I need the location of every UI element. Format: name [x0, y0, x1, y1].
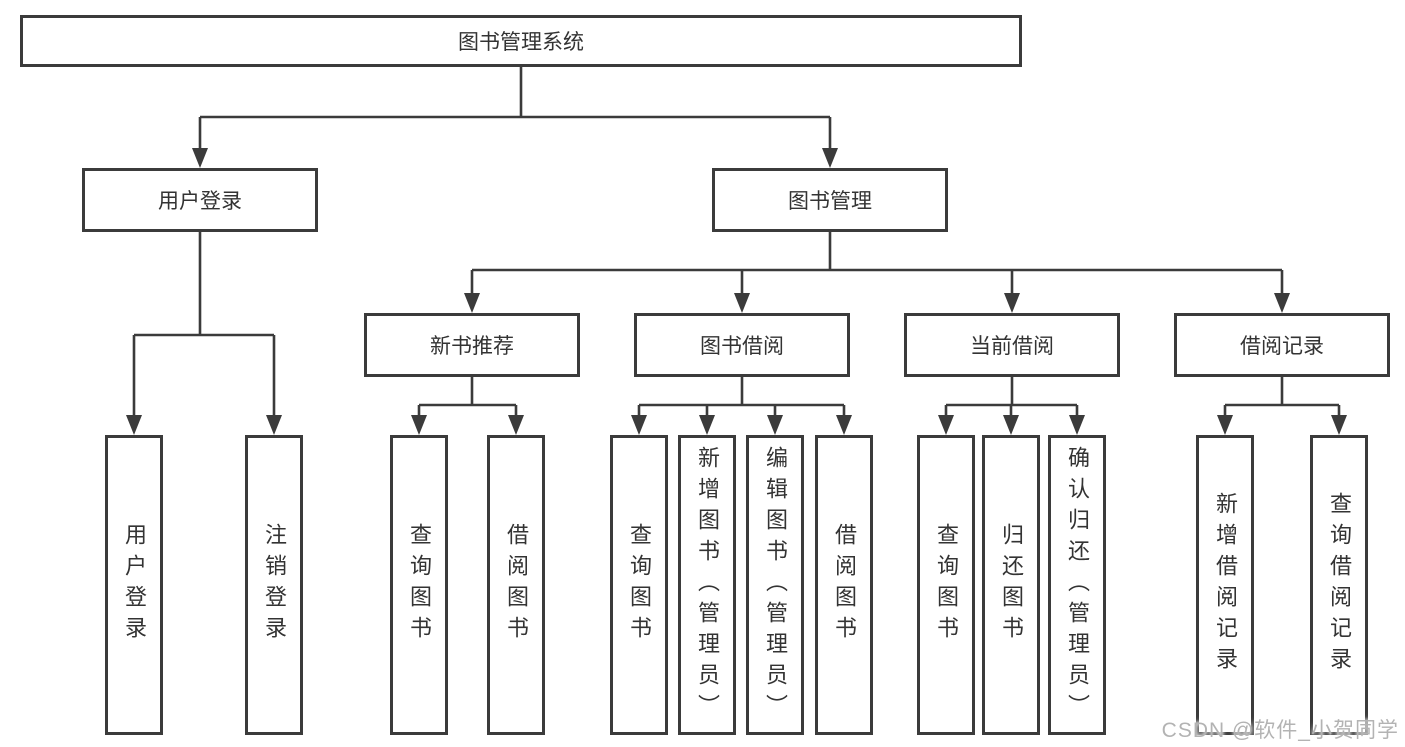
- node-leaf-edit-book-admin-label: 编辑图书（管理员）: [763, 445, 788, 725]
- node-leaf-query-books-2: 查询图书: [610, 435, 668, 735]
- node-leaf-query-books-3: 查询图书: [917, 435, 975, 735]
- node-borrow-records: 借阅记录: [1174, 313, 1390, 377]
- node-book-management-label: 图书管理: [788, 190, 872, 213]
- node-new-book-recommend: 新书推荐: [364, 313, 580, 377]
- node-leaf-confirm-return-admin: 确认归还（管理员）: [1048, 435, 1106, 735]
- node-leaf-user-login-label: 用户登录: [122, 523, 147, 647]
- node-leaf-query-borrow-record: 查询借阅记录: [1310, 435, 1368, 735]
- node-leaf-query-books-3-label: 查询图书: [934, 523, 959, 647]
- node-leaf-user-login: 用户登录: [105, 435, 163, 735]
- node-leaf-borrow-books-2-label: 借阅图书: [832, 523, 857, 647]
- node-current-borrow: 当前借阅: [904, 313, 1120, 377]
- node-book-management: 图书管理: [712, 168, 948, 232]
- node-leaf-borrow-books-1: 借阅图书: [487, 435, 545, 735]
- node-user-login-label: 用户登录: [158, 190, 242, 213]
- node-book-borrow: 图书借阅: [634, 313, 850, 377]
- node-leaf-add-borrow-record-label: 新增借阅记录: [1213, 492, 1238, 678]
- node-root: 图书管理系统: [20, 15, 1022, 67]
- node-borrow-records-label: 借阅记录: [1240, 335, 1324, 358]
- node-leaf-logout: 注销登录: [245, 435, 303, 735]
- node-user-login: 用户登录: [82, 168, 318, 232]
- node-leaf-add-book-admin-label: 新增图书（管理员）: [695, 445, 720, 725]
- node-leaf-confirm-return-admin-label: 确认归还（管理员）: [1065, 445, 1090, 725]
- node-leaf-query-books-2-label: 查询图书: [627, 523, 652, 647]
- node-current-borrow-label: 当前借阅: [970, 335, 1054, 358]
- node-leaf-add-borrow-record: 新增借阅记录: [1196, 435, 1254, 735]
- node-leaf-borrow-books-2: 借阅图书: [815, 435, 873, 735]
- node-root-label: 图书管理系统: [458, 31, 584, 54]
- node-leaf-logout-label: 注销登录: [262, 523, 287, 647]
- node-leaf-edit-book-admin: 编辑图书（管理员）: [746, 435, 804, 735]
- connector-lines: [132, 67, 1341, 419]
- node-leaf-borrow-books-1-label: 借阅图书: [504, 523, 529, 647]
- node-leaf-return-book: 归还图书: [982, 435, 1040, 735]
- node-leaf-query-borrow-record-label: 查询借阅记录: [1327, 492, 1352, 678]
- node-book-borrow-label: 图书借阅: [700, 335, 784, 358]
- node-leaf-add-book-admin: 新增图书（管理员）: [678, 435, 736, 735]
- node-leaf-return-book-label: 归还图书: [999, 523, 1024, 647]
- node-leaf-query-books-1: 查询图书: [390, 435, 448, 735]
- node-leaf-query-books-1-label: 查询图书: [407, 523, 432, 647]
- node-new-book-recommend-label: 新书推荐: [430, 335, 514, 358]
